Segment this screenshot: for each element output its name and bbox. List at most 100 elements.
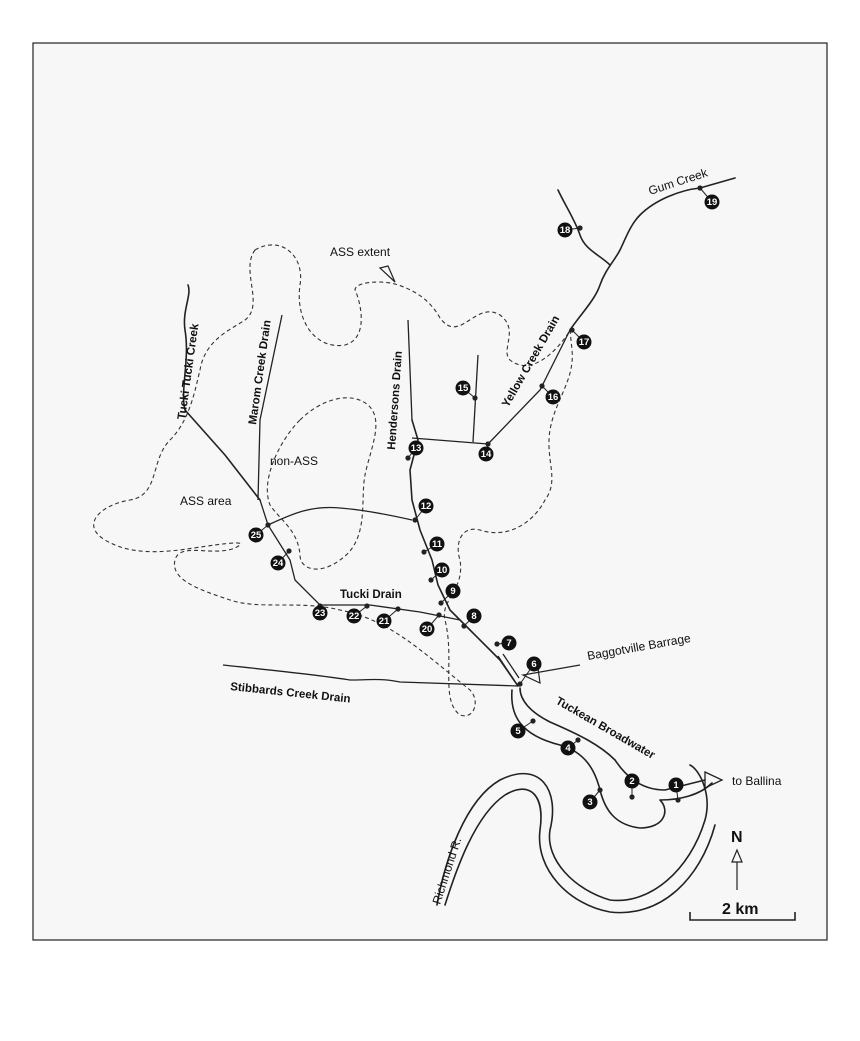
- site-label: 13: [411, 443, 422, 454]
- site-label: 9: [450, 586, 455, 597]
- map-frame: [32, 42, 828, 941]
- tuckean-broadwater: [519, 687, 706, 791]
- site-label: 7: [506, 638, 511, 649]
- site-marker-12: 12: [412, 498, 434, 523]
- site-marker-1: 1: [668, 777, 684, 803]
- site-badge: [582, 794, 598, 810]
- site-label: 14: [481, 449, 492, 460]
- site-badge: [478, 446, 494, 462]
- site-point: [577, 225, 583, 231]
- site-badge: [455, 380, 471, 396]
- site-badge: [429, 536, 445, 552]
- site-point: [395, 606, 401, 612]
- site-marker-20: 20: [419, 612, 442, 637]
- label-ass-area: ASS area: [180, 494, 232, 508]
- site-label: 10: [437, 565, 448, 576]
- site-point: [405, 455, 411, 461]
- site-point: [675, 797, 681, 803]
- site-label: 24: [273, 558, 284, 569]
- scale-label: 2 km: [722, 901, 758, 918]
- site-marker-11: 11: [421, 536, 445, 555]
- site-point: [485, 441, 491, 447]
- site-badge: [408, 440, 424, 456]
- site-point: [539, 383, 545, 389]
- site-badge: [418, 498, 434, 514]
- site-point: [428, 577, 434, 583]
- site-label: 23: [315, 608, 326, 619]
- site-label: 8: [471, 611, 476, 622]
- label-non-ass: non-ASS: [270, 454, 318, 468]
- site-markers: 1234567891011121314151617181920212223242…: [248, 185, 720, 810]
- tuckean-broadwater-bank: [510, 689, 713, 829]
- label-to-ballina: to Ballina: [732, 774, 782, 788]
- site-point: [697, 185, 703, 191]
- site-label: 20: [422, 624, 433, 635]
- stibbards-creek-drain: [222, 664, 519, 687]
- site-badge: [624, 773, 640, 789]
- site-point: [530, 718, 536, 724]
- richmond-river: [436, 764, 708, 906]
- gum-creek: [569, 177, 736, 331]
- site-label: 19: [707, 197, 718, 208]
- site-point: [494, 641, 500, 647]
- site-badge: [346, 608, 362, 624]
- site-label: 17: [579, 337, 590, 348]
- ass-extent-arrow: [378, 265, 396, 283]
- site-badge: [704, 194, 720, 210]
- site-marker-4: 4: [560, 737, 581, 756]
- site-marker-2: 2: [624, 773, 640, 800]
- north-label: N: [731, 829, 743, 846]
- site-label: 1: [673, 780, 679, 791]
- site-marker-13: 13: [405, 440, 424, 461]
- site-label: 11: [432, 539, 443, 550]
- site-marker-8: 8: [461, 608, 482, 629]
- ballina-arrow: [704, 770, 724, 790]
- site-marker-9: 9: [438, 583, 461, 606]
- barrage-arrow: [521, 664, 581, 685]
- north-arrow: N: [731, 829, 743, 890]
- site-marker-23: 23: [312, 603, 328, 621]
- upper-cross-drain: [267, 506, 413, 526]
- site-badge: [466, 608, 482, 624]
- site-marker-7: 7: [494, 635, 517, 651]
- non-ass-boundary: [266, 397, 377, 570]
- site-badge: [526, 656, 542, 672]
- site-badge: [557, 222, 573, 238]
- site-marker-21: 21: [376, 606, 401, 629]
- site-badge: [445, 583, 461, 599]
- site-point: [569, 327, 575, 333]
- site-marker-22: 22: [346, 603, 370, 624]
- site-marker-24: 24: [270, 548, 292, 571]
- site-marker-15: 15: [455, 380, 478, 401]
- site-badge: [501, 635, 517, 651]
- site-point: [265, 522, 271, 528]
- site-badge: [312, 605, 328, 621]
- site-point: [364, 603, 370, 609]
- site-label: 18: [560, 225, 571, 236]
- site-label: 12: [421, 501, 432, 512]
- site-label: 15: [458, 383, 469, 394]
- site-badge: [510, 723, 526, 739]
- site-label: 6: [531, 659, 536, 670]
- site-point: [629, 794, 635, 800]
- site-point: [438, 600, 444, 606]
- scale-line: [689, 912, 796, 921]
- site-label: 25: [251, 530, 262, 541]
- site-badge: [248, 527, 264, 543]
- site-point: [575, 737, 581, 743]
- site-label: 2: [629, 776, 634, 787]
- upper-tributary: [557, 189, 611, 266]
- yellow-creek-drain: [487, 329, 571, 445]
- site-marker-3: 3: [582, 787, 603, 810]
- site-marker-25: 25: [248, 522, 271, 543]
- site-marker-5: 5: [510, 718, 536, 739]
- site-marker-18: 18: [557, 222, 583, 238]
- richmond-river-bank: [444, 788, 716, 914]
- scale-bar: 2 km: [689, 901, 796, 921]
- site-point: [597, 787, 603, 793]
- site-label: 16: [548, 392, 559, 403]
- site-marker-6: 6: [517, 656, 542, 687]
- site-badge: [376, 613, 392, 629]
- tucki-tucki-creek: [182, 284, 261, 501]
